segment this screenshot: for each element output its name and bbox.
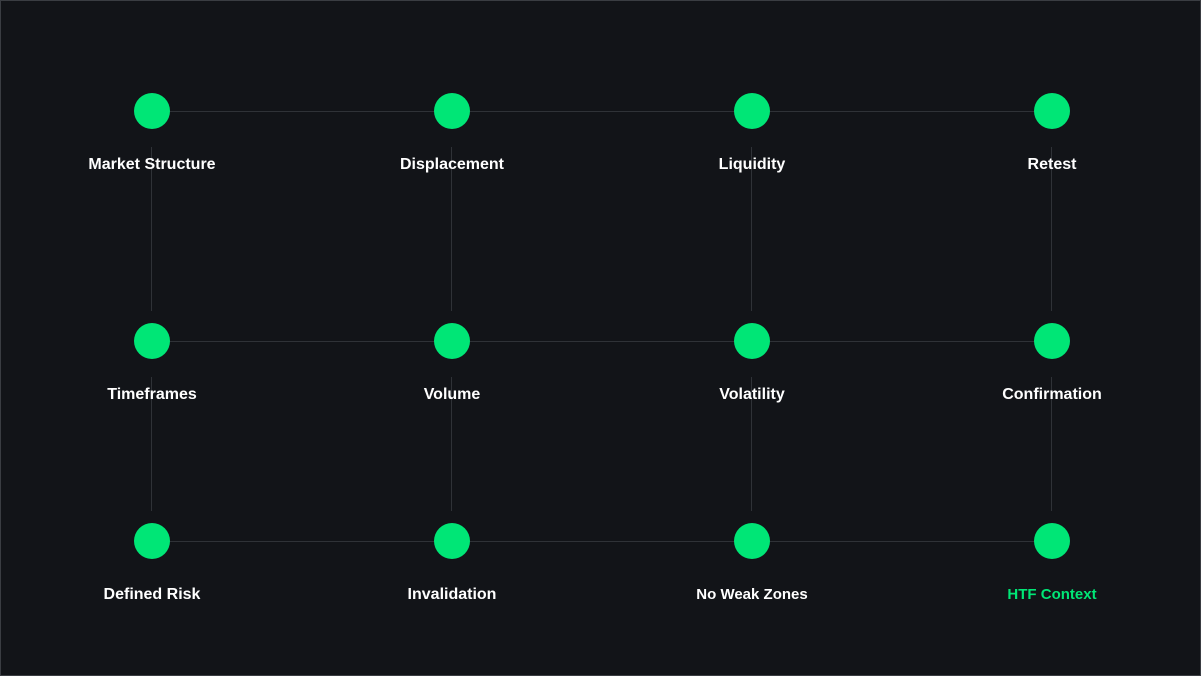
node-defined-risk: Defined Risk — [32, 523, 272, 643]
node-label: Displacement — [399, 156, 505, 173]
connector-col-1-lower — [151, 377, 152, 511]
node-label: Confirmation — [1002, 386, 1102, 403]
connector-row-3 — [151, 541, 1051, 542]
node-volume: Volume — [332, 323, 572, 443]
node-retest: Retest — [932, 93, 1172, 213]
node-label: Volatility — [719, 386, 785, 403]
node-invalidation: Invalidation — [332, 523, 572, 643]
connector-col-2-upper — [451, 147, 452, 311]
node-label: Liquidity — [718, 156, 786, 173]
node-label: No Weak Zones — [696, 586, 808, 603]
node-dot — [134, 323, 170, 359]
node-label: Volume — [423, 386, 481, 403]
node-dot — [734, 93, 770, 129]
node-label: Timeframes — [107, 386, 197, 403]
node-dot — [434, 323, 470, 359]
connector-col-3-lower — [751, 377, 752, 511]
node-dot — [434, 523, 470, 559]
connector-col-2-lower — [451, 377, 452, 511]
node-confirmation: Confirmation — [932, 323, 1172, 443]
node-dot — [1034, 93, 1070, 129]
node-label-highlighted: HTF Context — [1007, 586, 1097, 603]
connector-col-1-upper — [151, 147, 152, 311]
node-dot — [134, 93, 170, 129]
node-label: Invalidation — [407, 586, 497, 603]
node-htf-context: HTF Context — [932, 523, 1172, 643]
connector-col-4-lower — [1051, 377, 1052, 511]
node-dot — [434, 93, 470, 129]
node-liquidity: Liquidity — [632, 93, 872, 213]
node-dot — [134, 523, 170, 559]
connector-row-2 — [151, 341, 1051, 342]
node-dot — [1034, 523, 1070, 559]
node-no-weak-zones: No Weak Zones — [632, 523, 872, 643]
connector-col-3-upper — [751, 147, 752, 311]
node-displacement: Displacement — [332, 93, 572, 213]
node-volatility: Volatility — [632, 323, 872, 443]
connector-col-4-upper — [1051, 147, 1052, 311]
node-dot — [734, 323, 770, 359]
connector-row-1 — [151, 111, 1051, 112]
node-dot — [1034, 323, 1070, 359]
node-market-structure: Market Structure — [32, 93, 272, 213]
node-label: Defined Risk — [103, 586, 201, 603]
node-label: Market Structure — [88, 156, 216, 173]
node-timeframes: Timeframes — [32, 323, 272, 443]
node-label: Retest — [1027, 156, 1077, 173]
node-dot — [734, 523, 770, 559]
